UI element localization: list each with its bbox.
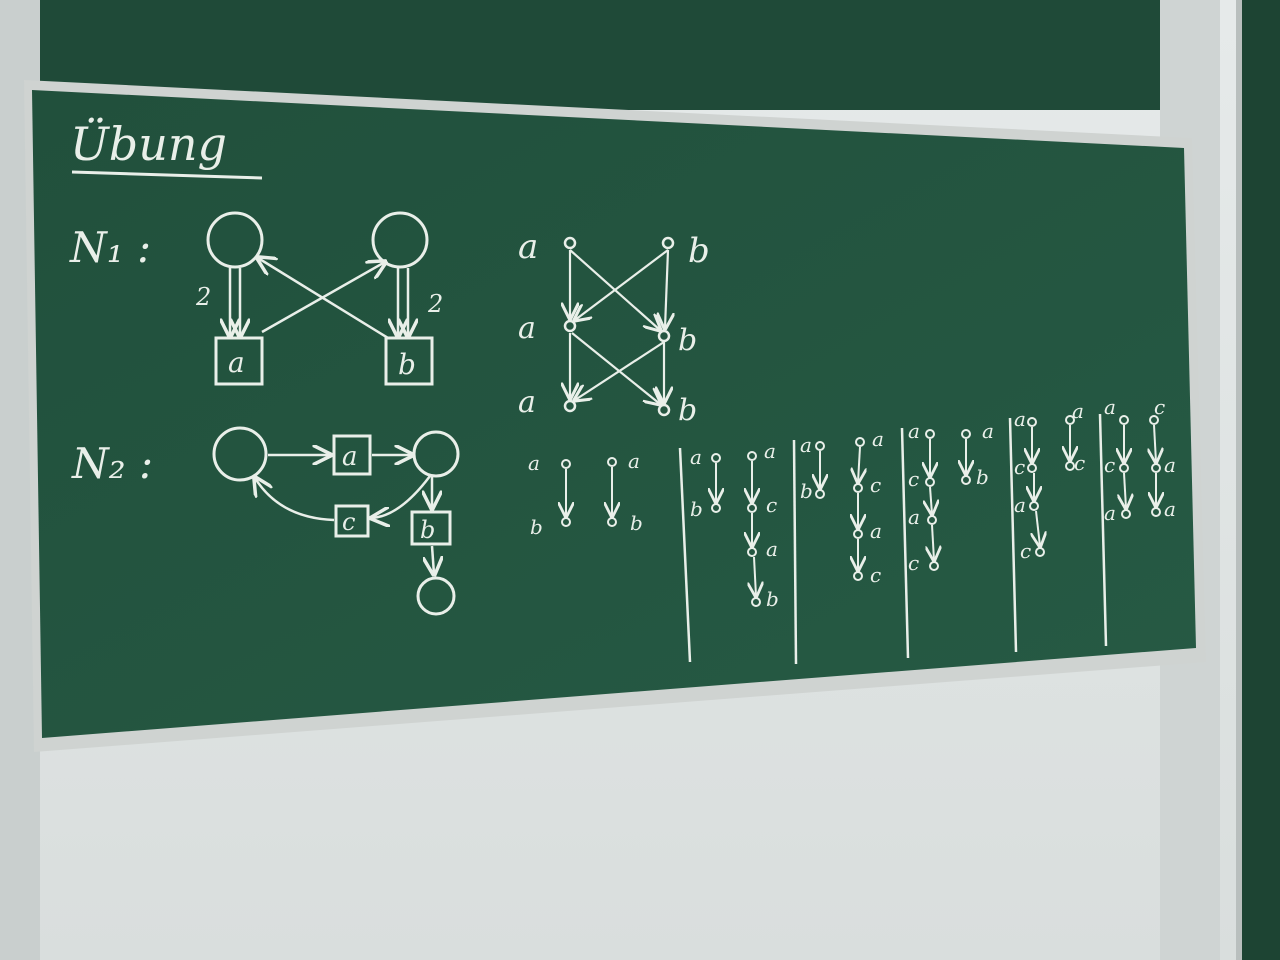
svg-text:b: b [976, 465, 989, 489]
net2-transition-a [332, 434, 372, 476]
svg-text:a: a [1164, 453, 1176, 477]
net2-transition-a-label: a [342, 442, 358, 472]
svg-text:c: c [908, 551, 919, 575]
svg-text:b: b [530, 515, 543, 539]
net2-transition-c [334, 504, 370, 538]
net1-transition-left-label: a [228, 346, 245, 379]
svg-text:a: a [872, 427, 884, 451]
svg-text:b: b [688, 231, 710, 271]
net2-place-end [416, 576, 456, 616]
svg-text:a: a [1072, 399, 1084, 423]
net2-transition-b [410, 510, 452, 546]
svg-text:a: a [982, 419, 994, 443]
net2-transition-c-label: c [342, 508, 355, 536]
net1-weight-left: 2 [195, 283, 211, 311]
heading-underline [71, 170, 263, 180]
right-board-edge [1240, 0, 1280, 960]
net1-place-right [371, 211, 429, 269]
svg-text:a: a [518, 311, 536, 346]
svg-text:a: a [766, 537, 778, 561]
svg-text:b: b [678, 323, 697, 358]
net2-label: N₂ : [71, 439, 153, 488]
svg-text:c: c [1104, 453, 1115, 477]
svg-text:b: b [690, 497, 703, 521]
svg-text:a: a [628, 449, 640, 473]
svg-text:a: a [690, 445, 702, 469]
svg-text:c: c [1014, 455, 1025, 479]
svg-text:c: c [870, 473, 881, 497]
net1-transition-right-label: b [398, 348, 416, 381]
svg-text:c: c [908, 467, 919, 491]
svg-text:a: a [1104, 395, 1116, 419]
runs-marks [562, 415, 1160, 607]
net1-weight-right: 2 [427, 290, 443, 318]
svg-text:c: c [1074, 451, 1085, 475]
svg-text:a: a [518, 385, 536, 420]
svg-text:a: a [1014, 407, 1026, 431]
graph1: a b a b a b [518, 227, 710, 428]
svg-text:a: a [1164, 497, 1176, 521]
net1-place-left [206, 211, 264, 269]
svg-text:c: c [870, 563, 881, 587]
svg-text:c: c [1020, 539, 1031, 563]
svg-text:c: c [1154, 395, 1165, 419]
svg-text:a: a [908, 419, 920, 443]
svg-text:a: a [908, 505, 920, 529]
svg-text:a: a [518, 227, 538, 267]
svg-text:a: a [1104, 501, 1116, 525]
svg-text:b: b [800, 479, 813, 503]
svg-text:a: a [764, 439, 776, 463]
net2-transition-b-label: b [420, 516, 435, 544]
runs-dividers [678, 413, 1108, 665]
svg-text:a: a [800, 433, 812, 457]
runs: a b a b a b a c a b a b a c a c a c a c … [528, 395, 1176, 611]
svg-text:a: a [1014, 493, 1026, 517]
svg-text:b: b [678, 393, 697, 428]
heading: Übung [70, 116, 227, 171]
net1-arcs [230, 258, 408, 340]
svg-text:b: b [766, 587, 779, 611]
svg-text:a: a [870, 519, 882, 543]
net2-arcs [255, 455, 434, 574]
svg-text:b: b [630, 511, 643, 535]
net2-place-start [212, 426, 268, 482]
svg-text:a: a [528, 451, 540, 475]
svg-text:c: c [766, 493, 777, 517]
net1-label: N₁ : [69, 223, 151, 272]
